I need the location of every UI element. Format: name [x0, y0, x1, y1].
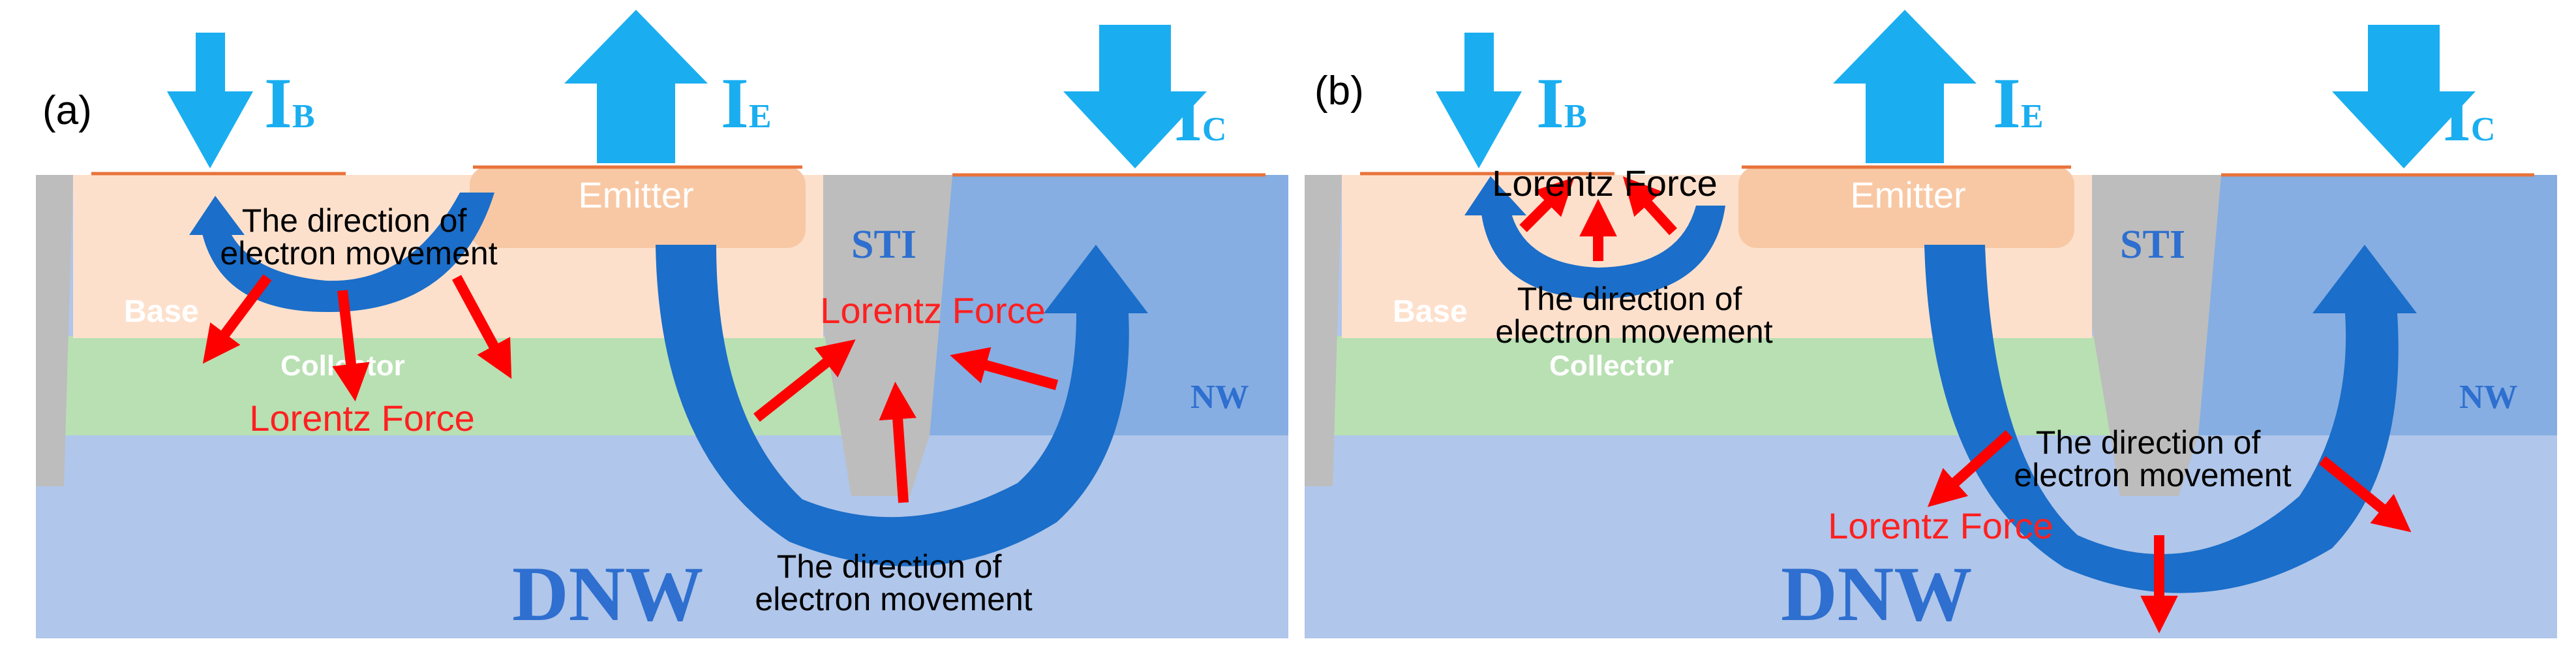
force-arrow [879, 381, 917, 503]
base-current-label: IB [264, 63, 315, 143]
emitter-label: Emitter [578, 174, 693, 215]
electron-arrow-small-head [189, 196, 245, 235]
base-current-label: IB [1536, 63, 1587, 143]
force-arrow [753, 339, 856, 422]
emitter-current-arrow [1833, 10, 1977, 163]
lorentz-force-label-small: Lorentz Force [249, 397, 475, 439]
electron-arrow-large-head [2312, 245, 2417, 313]
sti-region [2092, 175, 2221, 496]
electron-arrow-large [656, 245, 1129, 567]
force-arrow [1622, 176, 1677, 236]
panel-a: Emitter STI Base Collector NW DNW IB IE … [36, 10, 1288, 638]
force-arrow [950, 347, 1059, 390]
dnw-label: DNW [1781, 550, 1972, 637]
base-current-arrow [1436, 33, 1522, 168]
electron-arrow-small [202, 193, 494, 313]
electron-arrow-small [1481, 206, 1725, 299]
electron-direction-label-large: The direction of electron movement [755, 548, 1032, 617]
electron-direction-label-large: The direction of electron movement [2014, 424, 2291, 493]
lorentz-force-label-large: Lorentz Force [1828, 505, 2053, 546]
electron-direction-label-small: The direction of electron movement [1495, 281, 1772, 350]
lorentz-force-label-large: Lorentz Force [820, 290, 1046, 331]
nw-label: NW [2459, 379, 2518, 416]
electron-arrow-small-head [1464, 176, 1526, 215]
force-arrow [451, 275, 512, 379]
sti-label: STI [2120, 223, 2185, 267]
left-edge-region [1305, 175, 1342, 486]
emitter-label: Emitter [1850, 174, 1965, 215]
panel-tag-a: (a) [42, 88, 92, 133]
force-arrow [1927, 430, 2013, 507]
emitter-current-label: IE [721, 63, 772, 143]
base-label: Base [124, 294, 199, 329]
left-edge-region [36, 175, 73, 486]
electron-direction-label-small: The direction of electron movement [220, 202, 497, 272]
collector-current-label: IC [2443, 76, 2495, 156]
collector-current-label: IC [1174, 76, 1226, 156]
force-arrow [2318, 456, 2412, 533]
force-arrow [202, 274, 272, 364]
emitter-current-arrow [564, 10, 708, 163]
collector-current-arrow [2332, 25, 2476, 168]
electron-arrow-large [1924, 245, 2399, 593]
emitter-region [470, 166, 806, 248]
collector-label: Collector [1549, 350, 1674, 382]
panel-tag-b: (b) [1314, 69, 1364, 114]
sti-region [823, 175, 952, 496]
sti-label: STI [851, 223, 917, 267]
lorentz-force-label-small: Lorentz Force [1492, 163, 1718, 204]
panel-b: Emitter STI Base Collector NW DNW IB IE … [1305, 10, 2557, 638]
emitter-region [1738, 166, 2074, 248]
force-arrow [332, 290, 370, 402]
emitter-current-label: IE [1993, 63, 2044, 143]
base-current-arrow [167, 33, 253, 168]
collector-label: Collector [280, 350, 405, 382]
nw-label: NW [1190, 379, 1249, 416]
electron-arrow-large-head [1044, 245, 1148, 313]
base-label: Base [1393, 294, 1468, 329]
force-arrow [1519, 177, 1575, 232]
collector-current-arrow [1063, 25, 1207, 168]
dnw-label: DNW [512, 550, 703, 637]
